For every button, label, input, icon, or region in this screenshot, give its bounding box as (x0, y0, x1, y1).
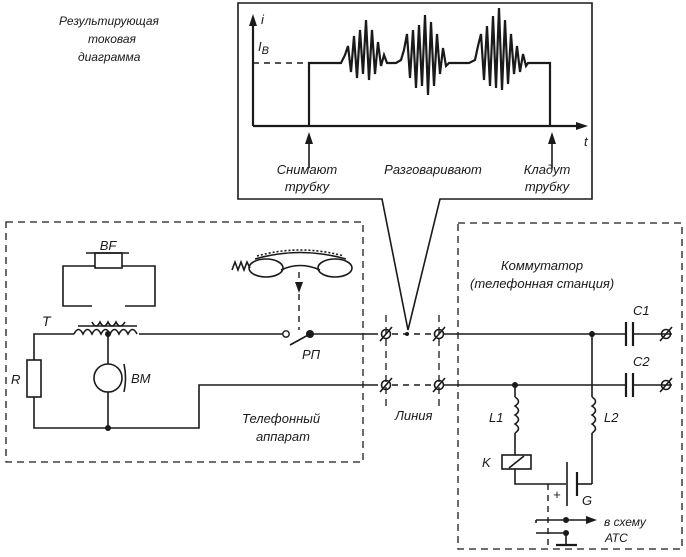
caption-line-1: Результирующая (59, 14, 160, 28)
exchange-title-1: Коммутатор (501, 258, 583, 273)
y-axis-arrow (249, 14, 257, 26)
hook-switch-contact-open (282, 330, 290, 338)
handset-earpiece (248, 258, 284, 278)
exchange-boundary (457, 222, 683, 550)
hook-switch-label: РП (302, 347, 321, 362)
inductor-l1 (513, 396, 520, 434)
pickup-label-2: трубку (285, 179, 331, 194)
line-label: Линия (394, 408, 433, 423)
output-arrow (586, 516, 597, 524)
talking-label: Разговаривают (384, 162, 482, 177)
handset-cord (231, 259, 251, 273)
caption-line-2: токовая (88, 32, 137, 46)
battery-polarity: + (553, 487, 561, 502)
telephone-set: BF T R BM РП (5, 221, 378, 463)
terminal-c1-out (659, 326, 673, 342)
current-waveform (307, 7, 552, 126)
caption-line-3: диаграмма (78, 50, 141, 64)
relay-k (501, 454, 532, 470)
inductor-l2 (590, 396, 597, 434)
x-axis-label: t (584, 134, 589, 149)
y-axis-label: i (261, 12, 265, 27)
handset-mouthpiece (317, 258, 353, 278)
handset-handle-top (254, 251, 347, 260)
earphone-bf: BF (62, 238, 156, 327)
relay-k-label: K (482, 455, 492, 470)
earphone-body (94, 252, 123, 269)
capacitor-c1-label: C1 (633, 303, 650, 318)
capacitor-c2-label: C2 (633, 354, 650, 369)
pickup-arrow-head (305, 132, 313, 144)
output-label-1: в схему (604, 515, 647, 529)
terminal-4 (432, 377, 446, 393)
callout-frame (237, 2, 593, 331)
battery-label: G (582, 493, 592, 508)
hook-switch-lever (289, 333, 311, 346)
handset-icon (231, 249, 353, 330)
level-label: IB (258, 39, 269, 57)
telephone-set-title-2: аппарат (256, 429, 310, 444)
output-bracket-top (535, 519, 566, 523)
microphone-diaphragm (123, 363, 127, 393)
terminal-3 (379, 377, 393, 393)
microphone-label: BM (131, 371, 151, 386)
hangup-arrow-head (548, 132, 556, 144)
current-diagram-caption: Результирующая токовая диаграмма (59, 14, 160, 64)
terminal-c2-out (659, 377, 673, 393)
resistor-r (26, 359, 42, 398)
wire-relay-to-battery (514, 469, 566, 485)
current-chart-callout: i t IB Снимают трубку Разговаривают Клад… (237, 2, 593, 331)
handset-arrow (295, 282, 303, 293)
earphone-wire-left (62, 265, 95, 307)
handset-handle-bottom (280, 264, 321, 271)
wire-bottom-return (33, 384, 378, 429)
transformer-t: T (42, 313, 138, 336)
x-axis-arrow (576, 122, 588, 130)
resistor-label: R (11, 372, 20, 387)
earphone-wire-right (122, 265, 156, 307)
line-section: Линия (379, 315, 446, 423)
terminal-2 (432, 326, 446, 342)
terminal-1 (379, 326, 393, 342)
relay-k-winding (508, 455, 525, 469)
output-label-2: АТС (604, 531, 628, 545)
microphone-bm (93, 363, 123, 393)
inductor-l1-label: L1 (489, 410, 503, 425)
exchange-title-2: (телефонная станция) (470, 276, 614, 291)
hangup-label-1: Кладут (524, 162, 571, 177)
callout-pointer-tip (405, 332, 409, 336)
pickup-label-1: Снимают (277, 162, 338, 177)
hangup-label-2: трубку (525, 179, 571, 194)
handset-handle-hatch (256, 249, 345, 257)
wire-r-top (33, 333, 74, 360)
telephone-set-boundary (5, 221, 364, 463)
inductor-l2-label: L2 (604, 410, 619, 425)
transformer-primary-coil (73, 328, 138, 336)
exchange: Коммутатор (телефонная станция) C1 C2 L2… (444, 222, 683, 550)
telephone-set-title-1: Телефонный (242, 411, 320, 426)
transformer-label: T (42, 313, 52, 329)
earphone-label: BF (100, 238, 118, 253)
